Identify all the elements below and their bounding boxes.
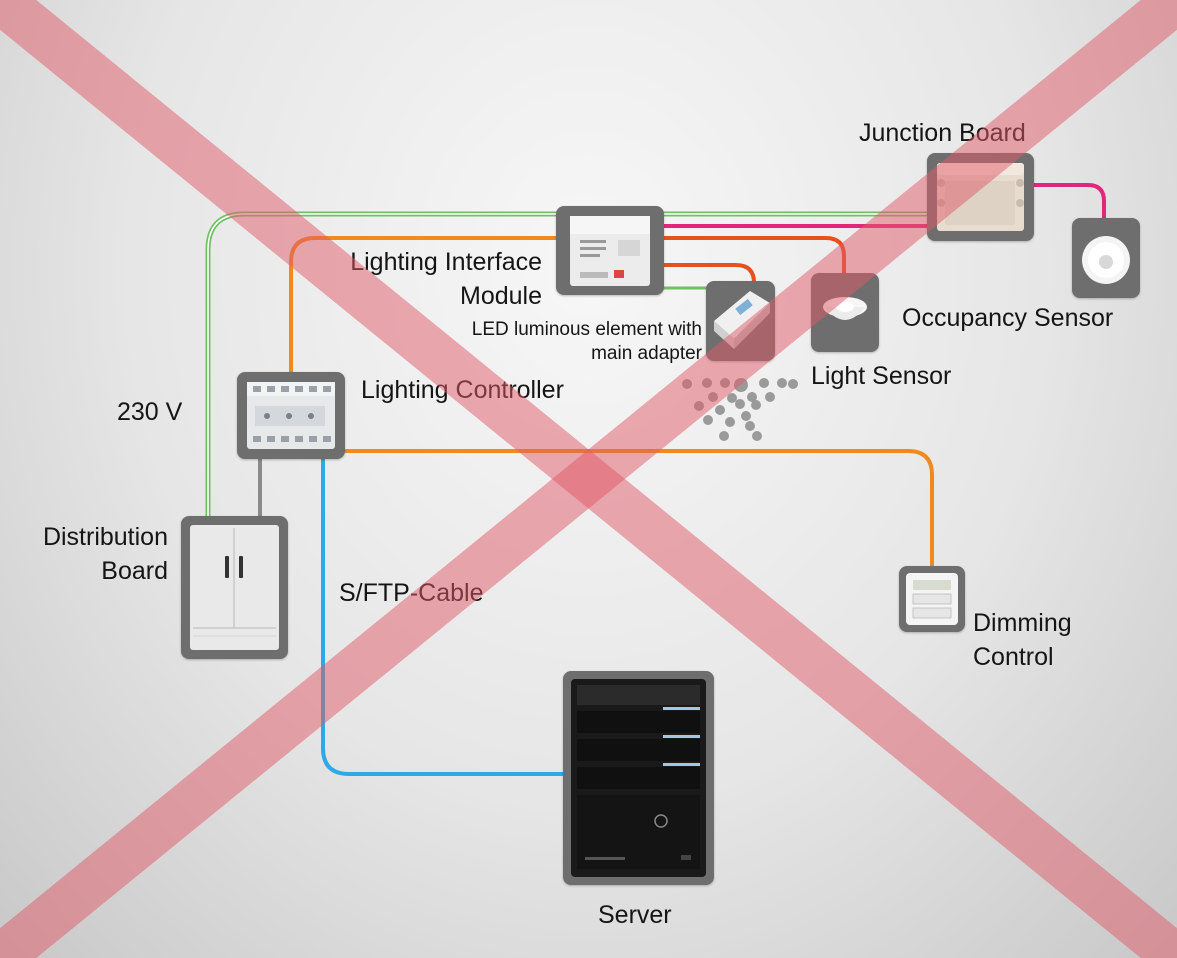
distribution-board-label-line2: Board <box>101 557 168 585</box>
led-adapter-tile <box>706 281 775 361</box>
wire-module-to-lightsensor <box>662 236 846 276</box>
led-driver-icon <box>714 291 770 349</box>
occupancy-sensor-label: Occupancy Sensor <box>902 304 1114 332</box>
voltage-label: 230 V <box>117 398 183 426</box>
dimming-control-label-line1: Dimming <box>973 609 1072 637</box>
led-element-label-line2: main adapter <box>591 343 702 364</box>
junction-board-tile <box>927 153 1034 241</box>
din-rail-module-icon <box>570 216 650 286</box>
lighting-controller-label: Lighting Controller <box>361 376 564 404</box>
junction-board-label: Junction Board <box>859 119 1026 147</box>
light-sensor-tile <box>811 273 879 352</box>
server-tile <box>563 671 714 885</box>
dimming-control-label-line2: Control <box>973 643 1054 671</box>
light-emission-icon <box>682 378 798 441</box>
distribution-board-tile <box>181 516 288 659</box>
light-sensor-icon <box>823 297 867 320</box>
wire-sftp-blue <box>321 458 566 776</box>
wall-switch-icon <box>906 573 958 625</box>
dimming-control-tile <box>899 566 965 632</box>
dimming-control-label: Dimming Control <box>973 606 1072 674</box>
ceiling-sensor-icon <box>1082 236 1130 284</box>
led-element-label-line1: LED luminous element with <box>471 319 702 340</box>
server-tower-icon <box>571 679 706 877</box>
interface-module-label-line2: Module <box>460 282 542 310</box>
wire-junction-to-occupancy <box>1032 183 1106 218</box>
cabinet-icon <box>190 525 279 650</box>
junction-box-icon <box>937 163 1024 231</box>
distribution-board-label: Distribution Board <box>10 520 168 588</box>
server-label: Server <box>598 901 672 929</box>
light-sensor-label: Light Sensor <box>811 362 952 390</box>
interface-module-label: Lighting Interface Module <box>300 245 542 313</box>
led-element-label: LED luminous element with main adapter <box>400 318 702 366</box>
wire-controller-to-dimming <box>343 449 934 568</box>
lighting-controller-tile <box>237 372 345 459</box>
interface-module-tile <box>556 206 664 295</box>
interface-module-label-line1: Lighting Interface <box>350 248 542 276</box>
din-controller-icon <box>247 382 335 449</box>
occupancy-sensor-tile <box>1072 218 1140 298</box>
cable-label: S/FTP-Cable <box>339 579 484 607</box>
distribution-board-label-line1: Distribution <box>42 523 168 551</box>
